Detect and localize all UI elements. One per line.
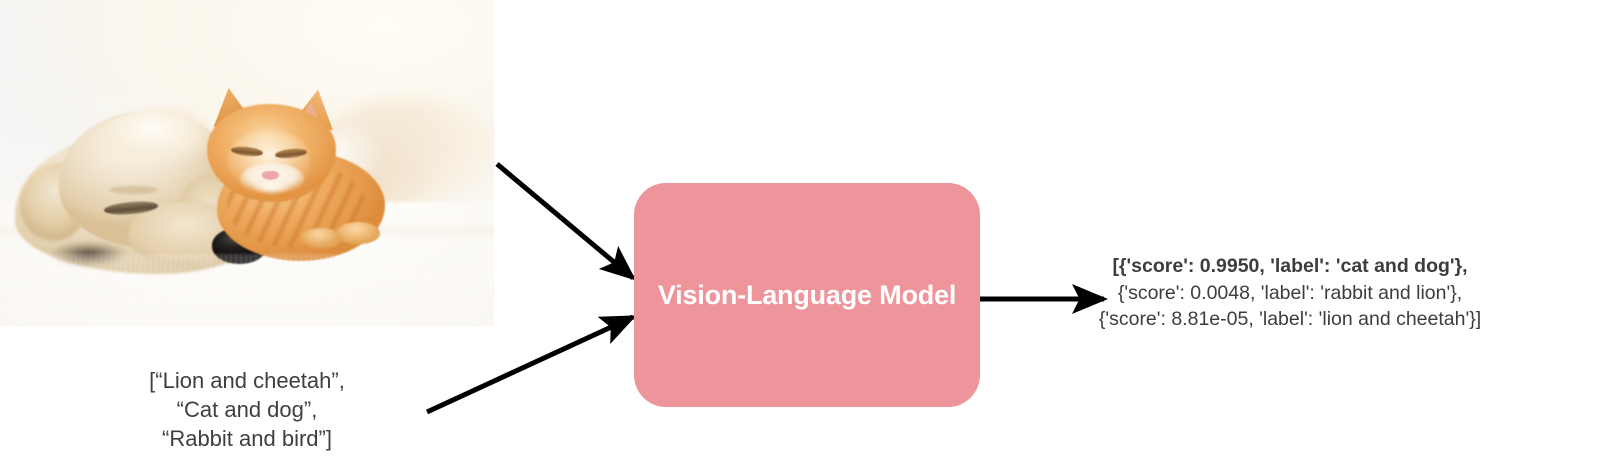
output-line-1: [{'score': 0.9950, 'label': 'cat and dog… — [1112, 255, 1468, 277]
arrow-text-to-model — [425, 314, 637, 415]
input-text-prompts: [“Lion and cheetah”, “Cat and dog”, “Rab… — [149, 368, 345, 451]
kitten-nose — [261, 171, 279, 181]
vision-language-model-box[interactable]: Vision-Language Model — [634, 183, 980, 407]
kitten-chin — [251, 180, 292, 196]
puppy-shadow-patch — [49, 241, 129, 268]
blanket-texture — [0, 254, 494, 326]
output-line-3: {'score': 8.81e-05, 'label': 'lion and c… — [1098, 308, 1482, 330]
model-box-label: Vision-Language Model — [657, 279, 957, 310]
kitten-second-paw — [301, 228, 341, 248]
puppy-crown-highlight — [98, 107, 218, 180]
output-predictions: [{'score': 0.9950, 'label': 'cat and dog… — [1010, 253, 1570, 333]
input-image — [0, 0, 494, 326]
output-line-2: {'score': 0.0048, 'label': 'rabbit and l… — [1117, 281, 1463, 304]
puppy-brow — [108, 185, 159, 195]
kitten-front-paw — [335, 221, 381, 245]
arrow-image-to-model — [495, 162, 637, 281]
